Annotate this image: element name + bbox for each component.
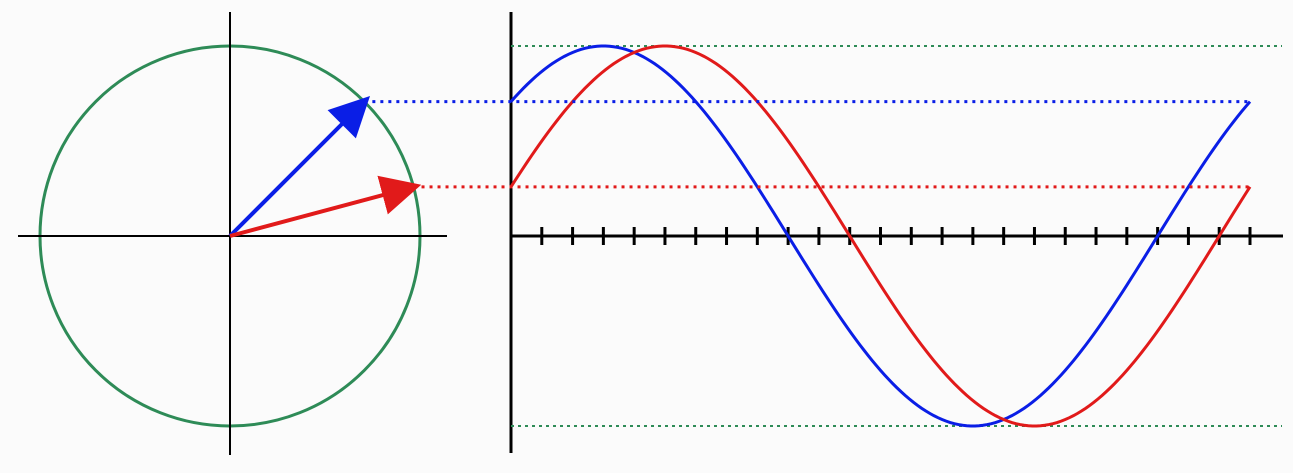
red-phasor-arrow: [229, 175, 422, 238]
projection-guides: [364, 100, 1250, 189]
red-sine-wave: [509, 44, 1252, 428]
phasor-diagram: [18, 12, 447, 455]
blue-phasor-arrow: [228, 95, 371, 238]
waveform-plot: [509, 12, 1283, 453]
